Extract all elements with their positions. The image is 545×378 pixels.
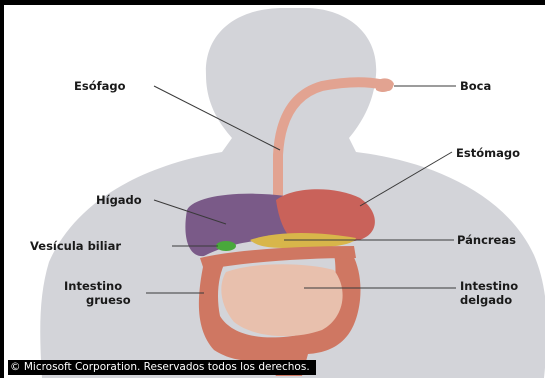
label-intestino-grueso-2: grueso — [86, 293, 131, 307]
label-estomago: Estómago — [456, 146, 520, 160]
gallbladder — [216, 241, 236, 251]
label-pancreas: Páncreas — [457, 233, 516, 247]
label-vesicula: Vesícula biliar — [30, 239, 121, 253]
label-higado: Hígado — [96, 193, 142, 207]
label-boca: Boca — [460, 79, 491, 93]
label-intestino-delgado-1: Intestino — [460, 279, 518, 293]
label-esofago: Esófago — [74, 79, 126, 93]
digestive-system-diagram: Esófago Boca Estómago Hígado Vesícula bi… — [4, 0, 545, 378]
small-intestine — [221, 264, 342, 336]
label-intestino-grueso-1: Intestino — [64, 279, 122, 293]
copyright-notice: © Microsoft Corporation. Reservados todo… — [8, 360, 316, 375]
mouth — [376, 78, 394, 92]
label-intestino-delgado-2: delgado — [460, 293, 512, 307]
